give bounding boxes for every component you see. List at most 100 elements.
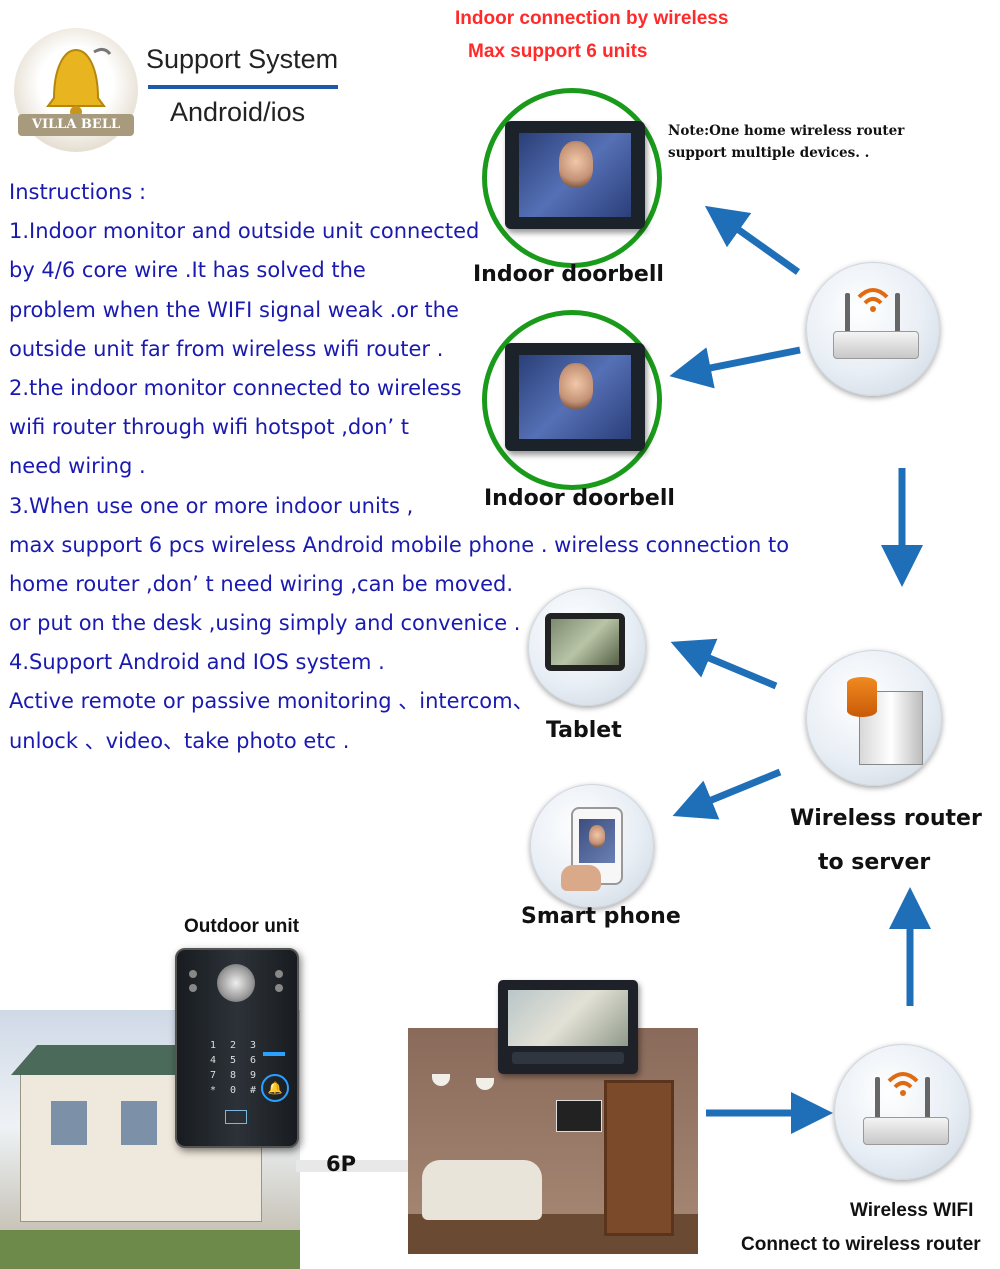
monitor-screen <box>519 133 631 217</box>
room-monitor-buttons <box>512 1052 624 1064</box>
instruction-line: by 4/6 core wire .It has solved the <box>9 258 366 283</box>
visitor-face <box>559 363 593 409</box>
hand-graphic <box>561 865 601 891</box>
6p-cable <box>296 1160 412 1172</box>
call-bell-button[interactable]: 🔔 <box>261 1074 289 1102</box>
villa-bell-logo: VILLA BELL <box>14 28 138 152</box>
indoor-doorbell-2-label: Indoor doorbell <box>484 486 675 511</box>
keypad-key[interactable]: 8 <box>229 1070 237 1081</box>
instruction-line: or put on the desk ,using simply and con… <box>9 611 521 636</box>
keypad-key[interactable]: 5 <box>229 1055 237 1066</box>
room-sofa <box>422 1160 542 1220</box>
instruction-line: wifi router through wifi hotspot ,don’ t <box>9 415 409 440</box>
arrow-server-to-phone <box>672 768 782 820</box>
wifi-label-line1: Wireless WIFI <box>850 1200 974 1221</box>
tablet-label: Tablet <box>546 718 622 743</box>
instruction-line: outside unit far from wireless wifi rout… <box>9 336 444 361</box>
router-box <box>863 1117 949 1145</box>
note-line1: Note:One home wireless router <box>668 123 905 139</box>
indoor-doorbell-1 <box>482 88 662 268</box>
instruction-line: 2.the indoor monitor connected to wirele… <box>9 375 462 400</box>
instruction-line: home router ,don’ t need wiring ,can be … <box>9 571 514 596</box>
tablet-device <box>545 613 625 671</box>
living-room-photo <box>408 1028 698 1254</box>
antenna <box>845 293 850 333</box>
ir-led <box>189 984 197 992</box>
house-window <box>51 1101 87 1145</box>
support-divider <box>148 85 338 89</box>
keypad-key[interactable]: # <box>249 1085 257 1096</box>
instructions-block: Instructions : 1.Indoor monitor and outs… <box>9 176 909 764</box>
wifi-icon <box>857 288 889 312</box>
note-line2: support multiple devices. . <box>668 145 870 161</box>
card-reader-icon <box>225 1110 247 1124</box>
cable-6p-label: 6P <box>326 1152 357 1176</box>
support-system-title: Support System <box>146 44 339 74</box>
ceiling-lamp <box>476 1078 494 1090</box>
header-max-units-text: Max support 6 units <box>468 41 648 62</box>
ceiling-lamp <box>432 1074 450 1086</box>
keypad-key[interactable]: 3 <box>249 1040 257 1051</box>
database-icon <box>847 677 877 717</box>
visitor-face <box>589 825 605 847</box>
indoor-monitor-2 <box>505 343 645 451</box>
tablet-globe <box>528 588 646 706</box>
logo-text: VILLA BELL <box>18 114 134 136</box>
header-wireless-text: Indoor connection by wireless <box>455 8 729 29</box>
indoor-doorbell-2 <box>482 310 662 490</box>
ir-led <box>275 984 283 992</box>
support-platforms: Android/ios <box>170 97 306 127</box>
arrow-server-to-tablet <box>670 638 778 690</box>
ir-led <box>189 970 197 978</box>
keypad-key[interactable]: 6 <box>249 1055 257 1066</box>
server-label-line2: to server <box>818 850 931 875</box>
keypad-key[interactable]: 4 <box>209 1055 217 1066</box>
keypad-key[interactable]: 9 <box>249 1070 257 1081</box>
antenna <box>895 293 900 333</box>
keypad-key[interactable]: 2 <box>229 1040 237 1051</box>
camera-lens <box>217 964 255 1002</box>
wifi-router-globe <box>834 1044 970 1180</box>
ir-led <box>275 970 283 978</box>
instruction-line: 4.Support Android and IOS system . <box>9 650 385 675</box>
indoor-doorbell-1-label: Indoor doorbell <box>473 262 664 287</box>
router-globe-top <box>806 262 940 396</box>
room-indoor-monitor <box>498 980 638 1074</box>
server-label-line1: Wireless router <box>790 806 982 831</box>
arrow-router-to-indoor1 <box>704 205 801 275</box>
keypad-key[interactable]: 0 <box>229 1085 237 1096</box>
wifi-icon <box>887 1072 919 1096</box>
instruction-line: need wiring . <box>9 454 146 479</box>
instruction-line: 1.Indoor monitor and outside unit connec… <box>9 219 480 244</box>
lawn <box>0 1230 300 1269</box>
keypad: 1 2 3 4 5 6 7 8 9 * 0 # <box>203 1040 263 1096</box>
status-light <box>263 1052 285 1056</box>
outdoor-unit-label: Outdoor unit <box>184 916 300 937</box>
room-monitor-screen <box>508 990 628 1046</box>
keypad-key[interactable]: 7 <box>209 1070 217 1081</box>
instruction-line: max support 6 pcs wireless Android mobil… <box>9 532 790 557</box>
smart-phone-label: Smart phone <box>521 904 681 929</box>
monitor-screen <box>519 355 631 439</box>
antenna <box>925 1077 930 1119</box>
tablet-screen <box>551 619 619 665</box>
arrow-router-to-indoor2 <box>669 346 801 389</box>
visitor-face <box>559 141 593 187</box>
phone-globe <box>530 784 654 908</box>
keypad-key[interactable]: * <box>209 1085 217 1096</box>
instruction-line: 3.When use one or more indoor units , <box>9 493 414 518</box>
wall-monitor <box>556 1100 602 1132</box>
router-box <box>833 331 919 359</box>
instruction-line: Active remote or passive monitoring 、int… <box>9 689 534 714</box>
indoor-monitor-1 <box>505 121 645 229</box>
house-window <box>121 1101 157 1145</box>
instruction-line: unlock 、video、take photo etc . <box>9 728 350 753</box>
instruction-line: problem when the WIFI signal weak .or th… <box>9 297 459 322</box>
keypad-key[interactable]: 1 <box>209 1040 217 1051</box>
room-door <box>604 1080 674 1236</box>
outdoor-unit-panel: 1 2 3 4 5 6 7 8 9 * 0 # 🔔 <box>175 948 299 1148</box>
phone-screen <box>579 819 615 863</box>
server-globe <box>806 650 942 786</box>
wifi-label-line2: Connect to wireless router <box>741 1234 981 1255</box>
